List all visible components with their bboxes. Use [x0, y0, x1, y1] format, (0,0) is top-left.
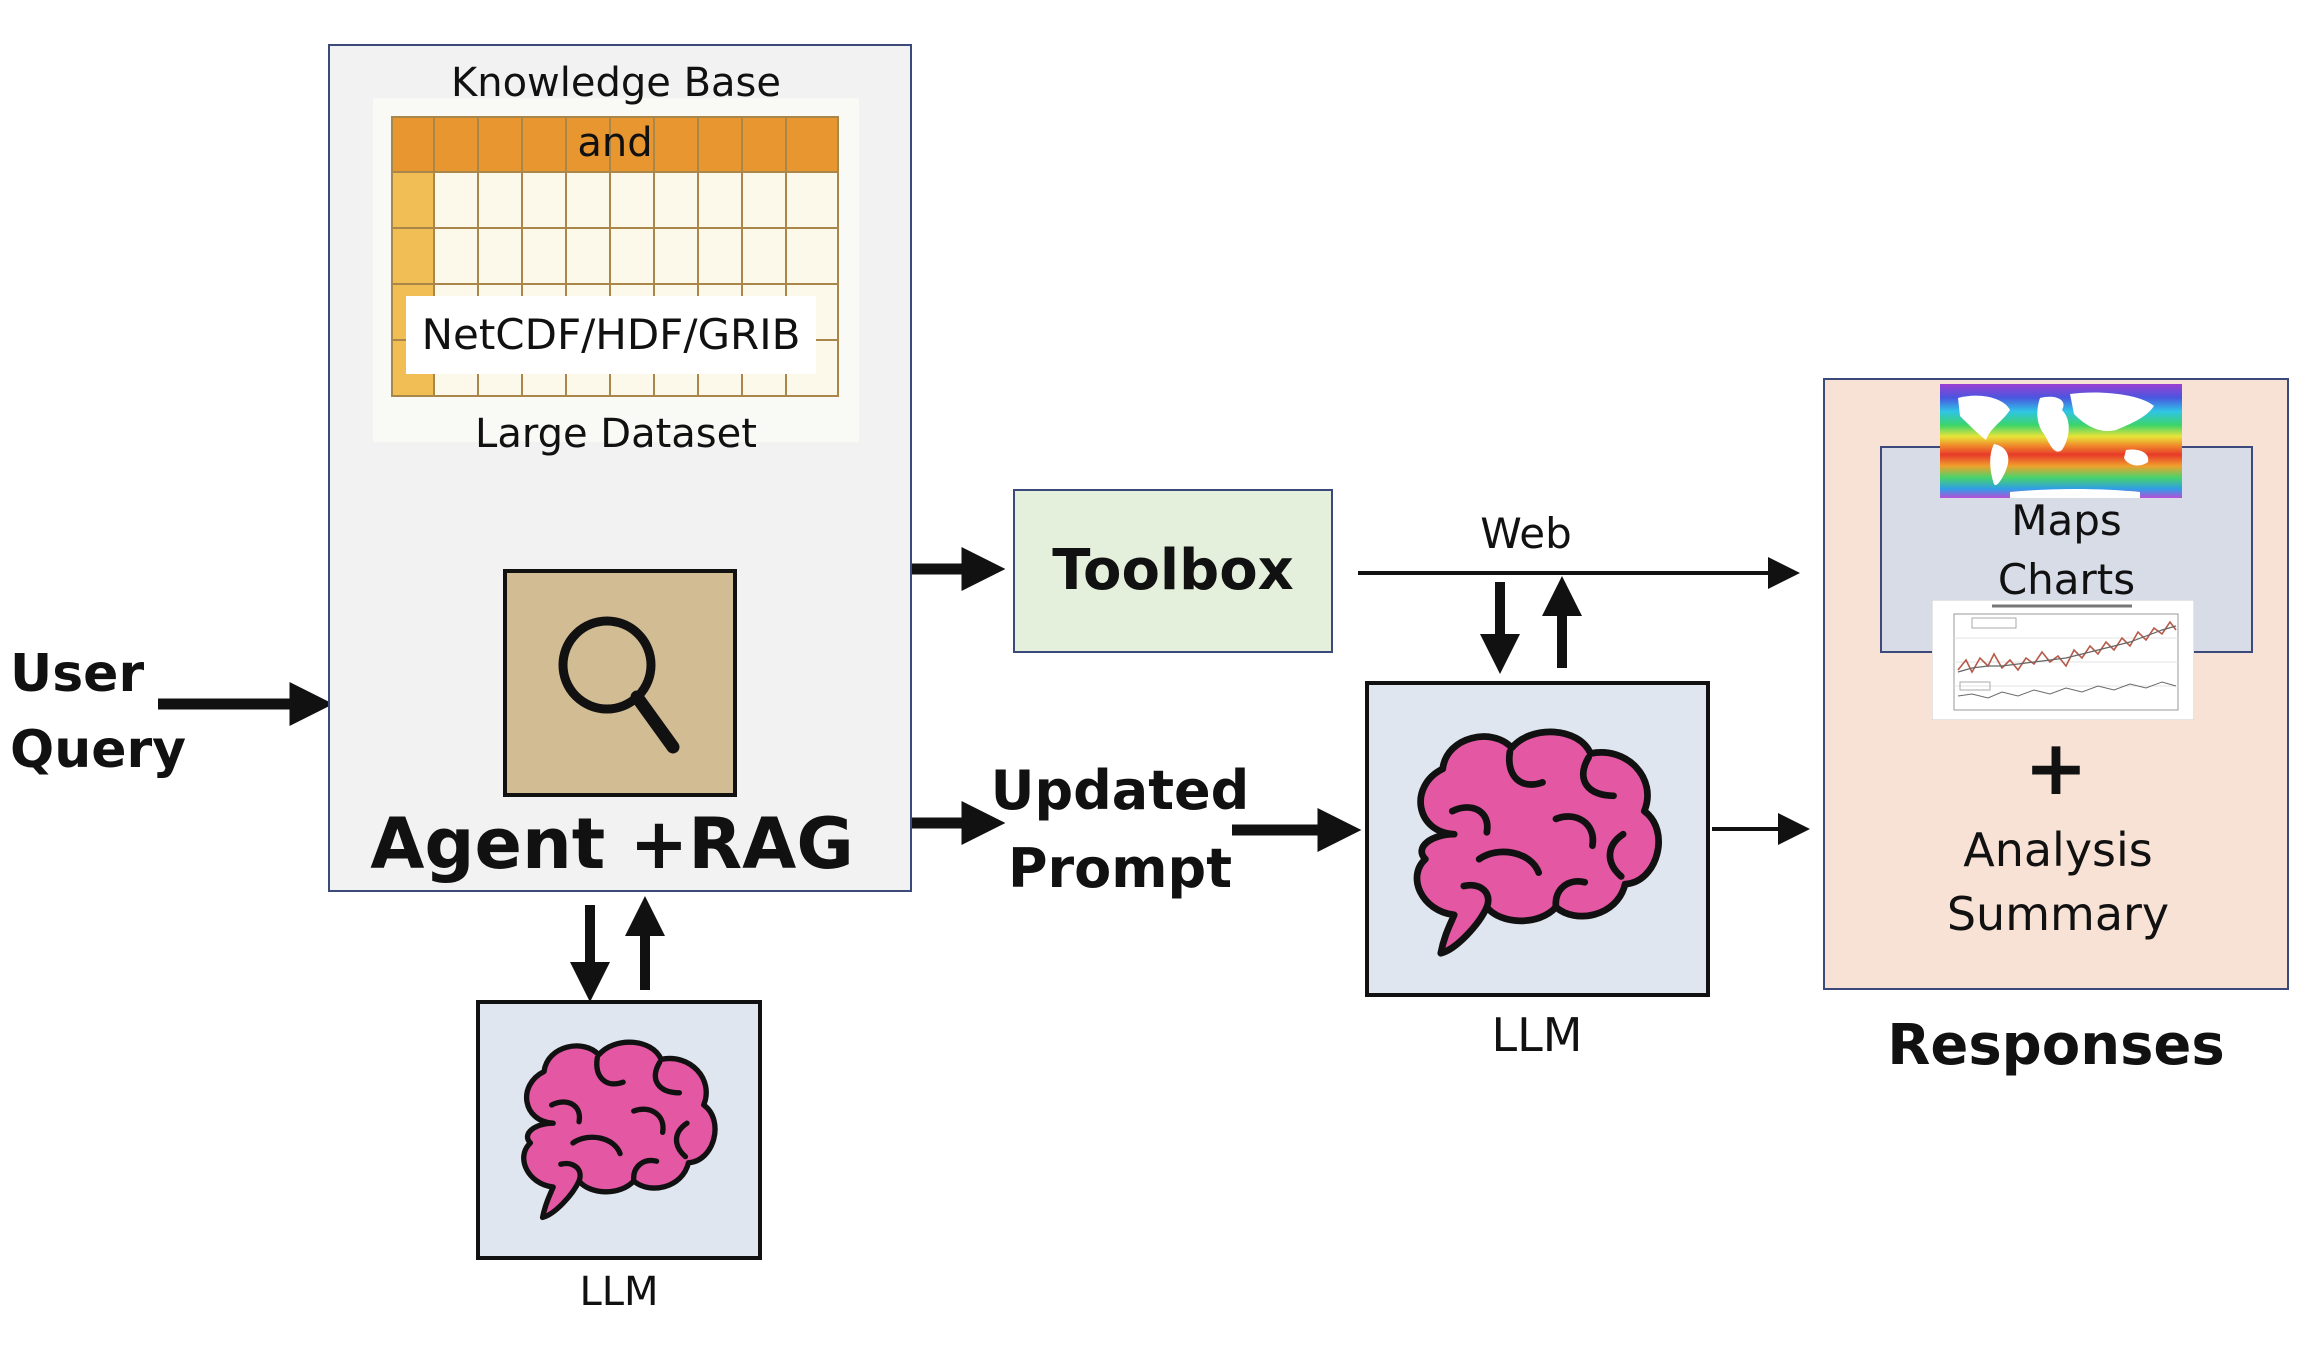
- formats-label: NetCDF/HDF/GRIB: [421, 310, 801, 359]
- knowledge-base-title: Knowledge Base: [451, 60, 781, 106]
- magnifying-glass-icon: [558, 616, 680, 754]
- updated-prompt-label: Updated Prompt: [990, 752, 1250, 908]
- web-label: Web: [1480, 509, 1572, 558]
- maps-label: Maps: [2011, 496, 2122, 545]
- toolbox-label: Toolbox: [1052, 538, 1294, 603]
- brain-icon: [521, 1039, 718, 1221]
- summary-label: Summary: [1946, 887, 2170, 941]
- agent-rag-label: Agent +RAG: [370, 803, 854, 885]
- llm-bottom-label: LLM: [579, 1269, 659, 1315]
- knowledge-base-and: and: [577, 120, 653, 166]
- updated-prompt-line1: Updated: [990, 759, 1250, 822]
- formats-label-box: [406, 296, 816, 374]
- search-box: [503, 569, 737, 797]
- time-series-chart-thumbnail: [1932, 600, 2194, 720]
- user-query-label: User Query: [10, 636, 186, 788]
- charts-label: Charts: [1997, 555, 2136, 604]
- updated-prompt-line2: Prompt: [1007, 837, 1233, 900]
- user-query-line2: Query: [10, 720, 187, 780]
- toolbox-box: [1013, 489, 1333, 653]
- user-query-line1: User: [10, 644, 145, 704]
- responses-title: Responses: [1887, 1013, 2225, 1078]
- large-dataset-label: Large Dataset: [475, 411, 757, 457]
- brain-icon: [1413, 728, 1662, 957]
- llm-main-label: LLM: [1491, 1008, 1583, 1062]
- plus-sign: +: [2024, 723, 2088, 812]
- world-map-thumbnail: [1940, 384, 2182, 498]
- analysis-summary-label: Analysis Summary: [1843, 818, 2273, 946]
- analysis-label: Analysis: [1963, 823, 2153, 877]
